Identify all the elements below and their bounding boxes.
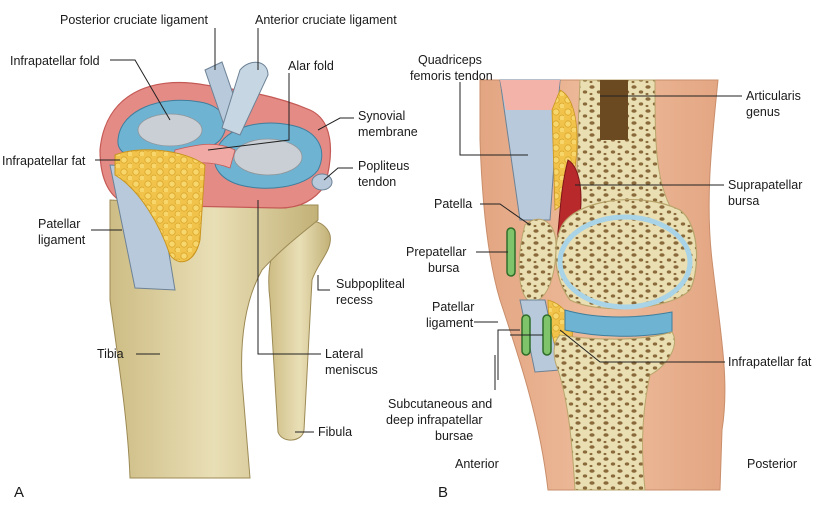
medial-condyle-surface (137, 113, 203, 147)
label-synovial-membrane-1: Synovial (358, 109, 405, 123)
infrapatellar-fat-pad (114, 149, 206, 263)
label-lateral-meniscus-2: meniscus (325, 363, 378, 377)
patella-bone (518, 218, 557, 303)
label-infrapatellar-fat-a: Infrapatellar fat (2, 154, 86, 168)
label-anterior: Anterior (455, 457, 499, 471)
label-patellar-ligament-a-2: ligament (38, 233, 86, 247)
label-articularis-genus-1: Articularis (746, 89, 801, 103)
label-quadriceps-femoris-tendon-1: Quadriceps (418, 53, 482, 67)
label-patella: Patella (434, 197, 472, 211)
label-infrapatellar-fold: Infrapatellar fold (10, 54, 100, 68)
label-patellar-ligament-b-1: Patellar (432, 300, 474, 314)
label-subcutaneous-bursae-1: Subcutaneous and (388, 397, 492, 411)
label-alar-fold: Alar fold (288, 59, 334, 73)
fibula-bone (268, 220, 331, 441)
label-subpopliteal-recess-1: Subpopliteal (336, 277, 405, 291)
deep-infrapatellar-bursa-shape (542, 314, 552, 356)
label-infrapatellar-fat-b: Infrapatellar fat (728, 355, 812, 369)
label-fibula: Fibula (318, 425, 352, 439)
condyle-cartilage (557, 214, 693, 310)
label-subcutaneous-bursae-3: bursae (435, 429, 473, 443)
panel-b-illustration (479, 79, 726, 491)
panel-a-leaders (91, 28, 354, 433)
label-suprapatellar-bursa-2: bursa (728, 194, 759, 208)
anterior-cruciate-ligament (221, 61, 269, 136)
label-suprapatellar-bursa-1: Suprapatellar (728, 178, 802, 192)
popliteus-tendon-shape (311, 173, 333, 191)
panel-letter-b: B (438, 484, 448, 501)
quadriceps-muscle-top (500, 80, 560, 110)
femur-medullary-cavity (600, 80, 628, 140)
label-popliteus-tendon-1: Popliteus (358, 159, 409, 173)
label-posterior: Posterior (747, 457, 797, 471)
label-tibia: Tibia (97, 347, 124, 361)
label-articularis-genus-2: genus (746, 105, 780, 119)
lateral-condyle-surface (233, 138, 303, 176)
label-prepatellar-bursa-1: Prepatellar (406, 245, 466, 259)
label-subpopliteal-recess-2: recess (336, 293, 373, 307)
label-quadriceps-femoris-tendon-2: femoris tendon (410, 69, 493, 83)
label-synovial-membrane-2: membrane (358, 125, 418, 139)
prepatellar-bursa-shape (506, 227, 516, 277)
panel-b-leaders (459, 82, 742, 390)
label-posterior-cruciate-ligament: Posterior cruciate ligament (60, 13, 209, 27)
label-patellar-ligament-a-1: Patellar (38, 217, 80, 231)
label-popliteus-tendon-2: tendon (358, 175, 396, 189)
label-subcutaneous-bursae-2: deep infrapatellar (386, 413, 483, 427)
panel-b-labels: Quadriceps femoris tendon Articularis ge… (386, 53, 812, 501)
tibia-b (553, 331, 675, 491)
panel-letter-a: A (14, 484, 24, 501)
label-prepatellar-bursa-2: bursa (428, 261, 459, 275)
label-patellar-ligament-b-2: ligament (426, 316, 474, 330)
label-lateral-meniscus-1: Lateral (325, 347, 363, 361)
label-anterior-cruciate-ligament: Anterior cruciate ligament (255, 13, 397, 27)
panel-a-labels: Posterior cruciate ligament Anterior cru… (2, 13, 418, 501)
panel-a-illustration (99, 61, 333, 479)
